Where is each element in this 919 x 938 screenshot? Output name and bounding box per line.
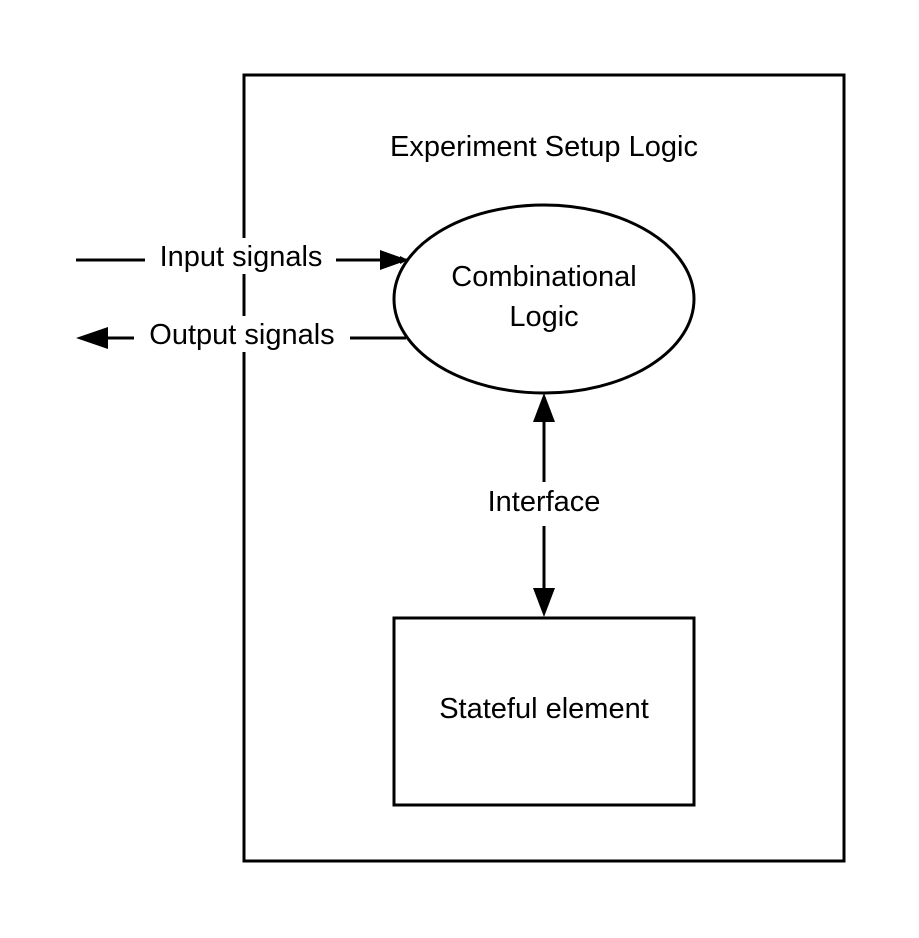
combinational-logic-label-line1: Combinational xyxy=(451,261,636,293)
interface-edge: Interface xyxy=(488,393,601,617)
output-signals-edge: Output signals xyxy=(76,316,406,352)
input-signals-label-bg xyxy=(146,238,336,274)
experiment-setup-boundary xyxy=(242,73,846,863)
output-arrow-head xyxy=(76,327,108,349)
stateful-element-box xyxy=(392,616,696,807)
interface-label: Interface xyxy=(488,486,601,518)
combinational-logic-node: Combinational Logic xyxy=(392,203,696,395)
interface-arrow-head-up xyxy=(533,393,555,422)
output-signals-label: Output signals xyxy=(149,319,334,351)
input-arrow-head xyxy=(380,250,408,270)
stateful-element-node: Stateful element xyxy=(392,616,696,807)
combinational-logic-label-line2: Logic xyxy=(509,301,578,333)
stateful-element-label: Stateful element xyxy=(439,693,649,725)
input-signals-edge: Input signals xyxy=(76,238,408,274)
interface-arrow-head-down xyxy=(533,588,555,617)
boundary-title: Experiment Setup Logic xyxy=(390,131,698,163)
combinational-logic-ellipse xyxy=(392,203,696,395)
input-signals-label: Input signals xyxy=(160,241,323,273)
output-signals-label-bg xyxy=(134,316,350,352)
